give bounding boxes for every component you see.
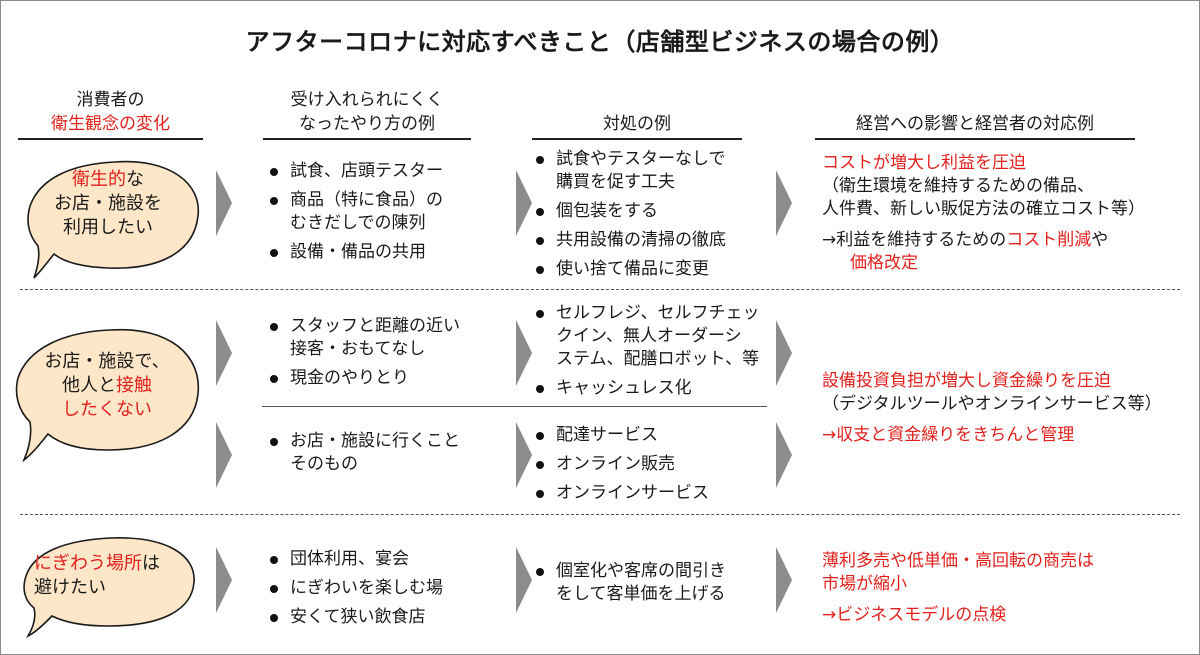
arrow-right-icon (776, 547, 792, 613)
impact-response-red: 価格改定 (850, 253, 918, 273)
impact-headline: 薄利多売や低単価・高回転の商売は (822, 551, 1094, 571)
list-item: キャッシュレス化 (532, 377, 772, 400)
list-item: スタッフと距離の近い接客・おもてなし (266, 315, 506, 361)
header-rejected-practices-line2: なったやり方の例 (299, 114, 435, 134)
arrow-right-icon (216, 170, 232, 236)
impact-detail: （衛生環境を維持するための備品、 (822, 176, 1094, 196)
practices-list-contact: スタッフと距離の近い接客・おもてなし現金のやりとり (266, 315, 506, 396)
header-underline (263, 138, 471, 140)
header-business-impact-label: 経営への影響と経営者の対応例 (856, 114, 1094, 134)
impact-headline: コストが増大し利益を圧迫 (822, 153, 1026, 173)
list-item: 設備・備品の共用 (266, 241, 506, 264)
list-item: 団体利用、宴会 (266, 548, 506, 571)
arrow-right-icon (216, 547, 232, 613)
impact-detail: 人件費、新しい販促方法の確立コスト等） (822, 199, 1145, 219)
list-item: 個包装をする (532, 200, 772, 223)
bubble-hygienic-facilities: 衛生的な お店・施設を 利用したい (28, 168, 188, 240)
list-item: 現金のやりとり (266, 367, 506, 390)
impact-headline: 設備投資負担が増大し資金繰りを圧迫 (822, 371, 1111, 391)
impact-crowds: 薄利多売や低単価・高回転の商売は 市場が縮小 →ビジネスモデルの点検 (822, 550, 1182, 627)
arrow-right-icon (516, 422, 532, 488)
header-countermeasures: 対処の例 (532, 112, 742, 140)
practices-list-visit: お店・施設に行くことそのもの (266, 430, 506, 482)
list-item: セルフレジ、セルフチェックイン、無人オーダーシステム、配膳ロボット、等 (532, 302, 772, 371)
bubble-text: 利用したい (63, 217, 153, 238)
header-consumer-change: 消費者の 衛生観念の変化 (18, 88, 203, 140)
header-underline (815, 138, 1135, 140)
bubble-avoid-crowds: にぎわう場所は 避けたい (24, 552, 184, 600)
arrow-right-icon (516, 170, 532, 236)
speech-bubble-icon (23, 537, 195, 638)
impact-response-red: コスト削減 (1006, 230, 1092, 250)
bubble-avoid-contact: お店・施設で、 他人と接触 したくない (22, 350, 192, 422)
header-rejected-practices: 受け入れられにくく なったやり方の例 (263, 88, 471, 140)
bubble-text: 他人と (62, 375, 116, 396)
row-divider-2 (20, 514, 1180, 515)
header-rejected-practices-line1: 受け入れられにくく (290, 90, 444, 110)
list-item: 試食やテスターなしで購買を促す工夫 (532, 148, 772, 194)
actions-list-crowds: 個室化や客席の間引きをして客単価を上げる (532, 560, 772, 612)
list-item: 共用設備の清掃の徹底 (532, 229, 772, 252)
speech-bubble-icon (15, 328, 200, 463)
arrow-right-icon (776, 170, 792, 236)
impact-response: →利益を維持するための (822, 230, 1007, 250)
bubble-text: は (142, 553, 160, 574)
list-item: お店・施設に行くことそのもの (266, 430, 506, 476)
actions-list-contact: セルフレジ、セルフチェックイン、無人オーダーシステム、配膳ロボット、等キャッシュ… (532, 302, 772, 406)
speech-bubble-icon (27, 160, 200, 279)
practices-list-crowds: 団体利用、宴会にぎわいを楽しむ場安くて狭い飲食店 (266, 548, 506, 635)
arrow-right-icon (776, 320, 792, 386)
bubble-red-text: 衛生的 (72, 169, 126, 190)
row-divider-1 (20, 289, 1180, 290)
arrow-right-icon (516, 547, 532, 613)
actions-list-visit: 配達サービスオンライン販売オンラインサービス (532, 424, 772, 511)
bubble-red-text: したくない (62, 399, 152, 420)
list-item: 商品（特に食品）のむきだしでの陳列 (266, 189, 506, 235)
bubble-red-text: にぎわう場所 (34, 553, 142, 574)
arrow-right-icon (516, 320, 532, 386)
header-consumer-change-line2: 衛生観念の変化 (51, 114, 170, 134)
header-underline (532, 138, 742, 140)
bubble-text: 避けたい (34, 577, 106, 598)
list-item: 試食、店頭テスター (266, 160, 506, 183)
list-item: オンラインサービス (532, 482, 772, 505)
header-consumer-change-line1: 消費者の (76, 90, 145, 110)
page-title: アフターコロナに対応すべきこと（店舗型ビジネスの場合の例） (245, 28, 955, 56)
arrow-right-icon (776, 422, 792, 488)
subrow-divider (262, 406, 767, 407)
header-underline (18, 138, 203, 140)
header-business-impact: 経営への影響と経営者の対応例 (815, 112, 1135, 140)
bubble-text: な (126, 169, 144, 190)
bubble-text: お店・施設を (54, 193, 162, 214)
list-item: 配達サービス (532, 424, 772, 447)
impact-response-red: →収支と資金繰りをきちんと管理 (822, 425, 1075, 445)
impact-hygiene: コストが増大し利益を圧迫 （衛生環境を維持するための備品、 人件費、新しい販促方… (822, 152, 1182, 275)
impact-response: や (1091, 230, 1109, 250)
list-item: 個室化や客席の間引きをして客単価を上げる (532, 560, 772, 606)
impact-detail: （デジタルツールやオンラインサービス等） (822, 394, 1162, 414)
list-item: オンライン販売 (532, 453, 772, 476)
impact-contact: 設備投資負担が増大し資金繰りを圧迫 （デジタルツールやオンラインサービス等） →… (822, 370, 1182, 447)
arrow-right-icon (216, 422, 232, 488)
practices-list-hygiene: 試食、店頭テスター商品（特に食品）のむきだしでの陳列設備・備品の共用 (266, 160, 506, 270)
bubble-red-text: 接触 (116, 375, 152, 396)
list-item: 安くて狭い飲食店 (266, 606, 506, 629)
impact-headline: 市場が縮小 (822, 574, 907, 594)
list-item: 使い捨て備品に変更 (532, 258, 772, 281)
bubble-text: お店・施設で、 (44, 351, 170, 372)
actions-list-hygiene: 試食やテスターなしで購買を促す工夫個包装をする共用設備の清掃の徹底使い捨て備品に… (532, 148, 772, 287)
list-item: にぎわいを楽しむ場 (266, 577, 506, 600)
header-countermeasures-label: 対処の例 (603, 114, 671, 134)
arrow-right-icon (216, 320, 232, 386)
impact-response-red: →ビジネスモデルの点検 (822, 605, 1007, 625)
